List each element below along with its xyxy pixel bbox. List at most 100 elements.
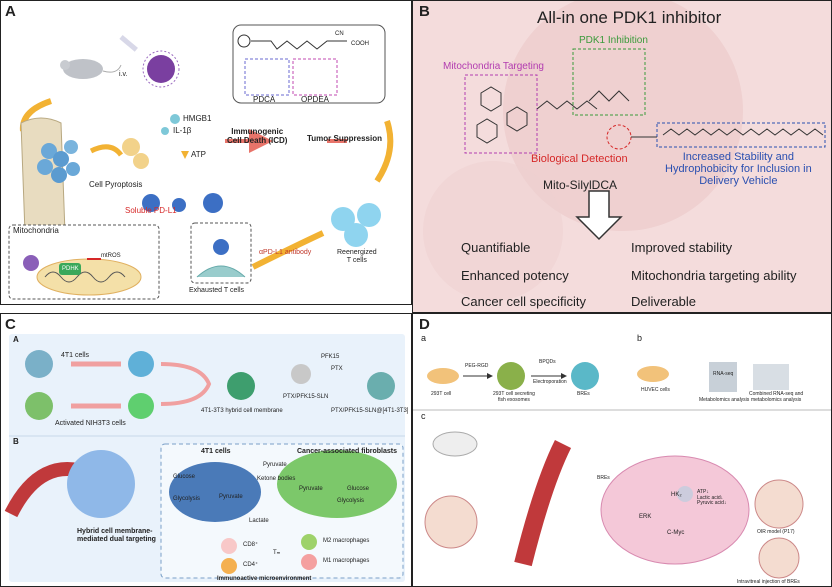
- feature-right-0: Improved stability: [631, 240, 733, 255]
- panel-b-structure: [423, 1, 826, 301]
- 4t1-cell-icon: [25, 350, 53, 378]
- compound-name: Mito-SilylDCA: [543, 178, 618, 192]
- hmgb1-label: HMGB1: [183, 114, 212, 123]
- cooh-label: COOH: [351, 41, 369, 47]
- panel-a: A: [0, 0, 412, 305]
- sub-c-label-d: c: [421, 411, 426, 421]
- panel-b: B All-in one PDK1 inhibitor PDK1 Inhibit…: [412, 0, 832, 313]
- pdhk-label: PDHK: [62, 266, 79, 272]
- soluble-pdl1-label: Soluble PD-L1: [125, 206, 177, 215]
- feature-right-1: Mitochondria targeting ability: [631, 268, 797, 283]
- activated-label: Activated NIH3T3 cells: [55, 420, 126, 427]
- 4t1-inner-cell: [169, 462, 261, 522]
- tumor-cluster-icon: [37, 140, 80, 183]
- alkyl-chain-box: [656, 122, 826, 148]
- opdea-label: OPDEA: [301, 95, 330, 104]
- glycolysis-r-label: Glycolysis: [337, 498, 365, 504]
- m2-label: M2 macrophages: [323, 538, 370, 544]
- sub-b-label-d: b: [637, 333, 643, 343]
- dying-cell-icon: [122, 138, 140, 156]
- mouse-icon: [63, 59, 103, 79]
- atp-list-label: ATP↓ Lactic acid↓ Pyruvic acid↓: [697, 489, 727, 506]
- mouse-icon: [432, 431, 478, 457]
- mito-targeting-box: [464, 74, 538, 154]
- panel-b-label: B: [419, 3, 430, 20]
- nanoparticle-icon: [147, 55, 175, 83]
- eye-icon: [424, 495, 478, 549]
- panel-b-title: All-in one PDK1 inhibitor: [537, 8, 722, 27]
- erk-label: ERK: [639, 514, 652, 520]
- syringe-icon: [119, 35, 138, 52]
- metabolomics-label: Metabolomics analysis: [699, 397, 750, 403]
- m1-label: M1 macrophages: [323, 558, 370, 564]
- panel-d-illustration: [413, 362, 831, 579]
- panel-c: C A B 4T1 cells Activated NIH3T3 cells 4…: [0, 313, 412, 587]
- mitochondria-label: Mitochondria: [13, 226, 59, 235]
- cell-pyroptosis-label: Cell Pyroptosis: [89, 180, 143, 189]
- atp-label: ATP: [191, 150, 206, 159]
- mtros-label: mtROS: [101, 253, 121, 259]
- reenergized-t-cell-icon: [331, 207, 355, 231]
- down-arrow-icon: [575, 190, 623, 241]
- treg-label: Tₘ: [273, 550, 281, 556]
- glucose-l-label: Glucose: [173, 474, 196, 480]
- cd8-label: CD8⁺: [243, 542, 259, 548]
- hk2-label: HK₂: [671, 492, 682, 498]
- lactate-label: Lactate: [249, 518, 269, 524]
- antibody-label: αPD-L1 antibody: [259, 249, 312, 256]
- cells-4t1-label: 4T1 cells: [61, 352, 90, 359]
- caf-label: Cancer-associated fibroblasts: [297, 448, 397, 455]
- cn-label: CN: [335, 31, 344, 37]
- dual-targeting-label: Hybrid cell membrane- mediated dual targ…: [77, 528, 156, 543]
- cell-detail: [600, 455, 750, 565]
- pyruvate-top-label: Pyruvate: [263, 462, 287, 468]
- sub-a-label-d: a: [421, 333, 427, 343]
- cd4-label: CD4⁺: [243, 562, 259, 568]
- icd-label: Immunogenic Cell Death (ICD): [227, 127, 288, 145]
- feature-left-1: Enhanced potency: [461, 268, 569, 283]
- retina-vessel-icon: [514, 439, 572, 567]
- electroporation-label: Electroporation: [533, 379, 567, 385]
- panel-a-label: A: [5, 3, 16, 20]
- stability-label: Increased Stability and Hydrophobicity f…: [665, 151, 812, 188]
- ketone-label: Ketone bodies: [257, 476, 296, 482]
- sub-b-label: B: [13, 437, 19, 446]
- oir-label: OIR model (P17): [757, 529, 795, 535]
- glucose-r-label: Glucose: [347, 486, 370, 492]
- exosomes-label: 293T cell secreting fish exosomes: [493, 391, 535, 403]
- t-cell-icon: [203, 193, 223, 213]
- tumor-suppression-label: Tumor Suppression: [307, 134, 382, 143]
- huvec-label: HUVEC cells: [641, 387, 670, 393]
- panel-d-label: D: [419, 316, 430, 333]
- pyruvate-l-label: Pyruvate: [219, 494, 243, 500]
- mito-targeting-label: Mitochondria Targeting: [443, 61, 544, 72]
- feature-left-2: Cancer cell specificity: [461, 294, 586, 309]
- peg-rgd-label: PEG-RGD: [465, 363, 489, 369]
- inner-4t1-label: 4T1 cells: [201, 448, 231, 455]
- panel-c-label: C: [5, 316, 16, 333]
- bres-label: BREs: [577, 391, 590, 397]
- hybrid-membrane-icon: [227, 372, 255, 400]
- intravitreal-label: Intravitreal injection of BREs: [737, 579, 800, 585]
- pdk1-inhibition-label: PDK1 Inhibition: [579, 35, 648, 46]
- panel-d: D a b c PEG-RGD BPQDs Electroporation 29…: [412, 313, 832, 587]
- bpqds-label: BPQDs: [539, 359, 556, 365]
- bio-detection-label: Biological Detection: [531, 153, 628, 165]
- exosome-icon: [497, 362, 525, 390]
- ptx-sln-m-label: PTX/PFK15-SLN@[4T1-3T3]: [331, 408, 409, 414]
- pdk1-inhibition-box: [572, 48, 646, 116]
- nih3t3-cell-icon: [25, 392, 53, 420]
- sub-a-label: A: [13, 335, 19, 344]
- bres-c-label: BREs: [597, 475, 610, 481]
- il1b-label: IL-1β: [173, 126, 192, 135]
- sequencer-icon: [709, 362, 737, 392]
- feature-left-0: Quantifiable: [461, 240, 531, 255]
- panel-c-illustration: [4, 334, 405, 582]
- immunoactive-label: Immunoactive microenvironment: [217, 576, 312, 582]
- feature-right-2: Deliverable: [631, 294, 697, 309]
- cell-293t-label: 293T cell: [431, 391, 452, 397]
- rnaseq-label: Combined RNA-seq and metabolomics analys…: [749, 391, 804, 403]
- hybrid-membrane-label: 4T1-3T3 hybrid cell membrane: [201, 408, 283, 414]
- bres-icon: [571, 362, 599, 390]
- pdca-label: PDCA: [253, 95, 276, 104]
